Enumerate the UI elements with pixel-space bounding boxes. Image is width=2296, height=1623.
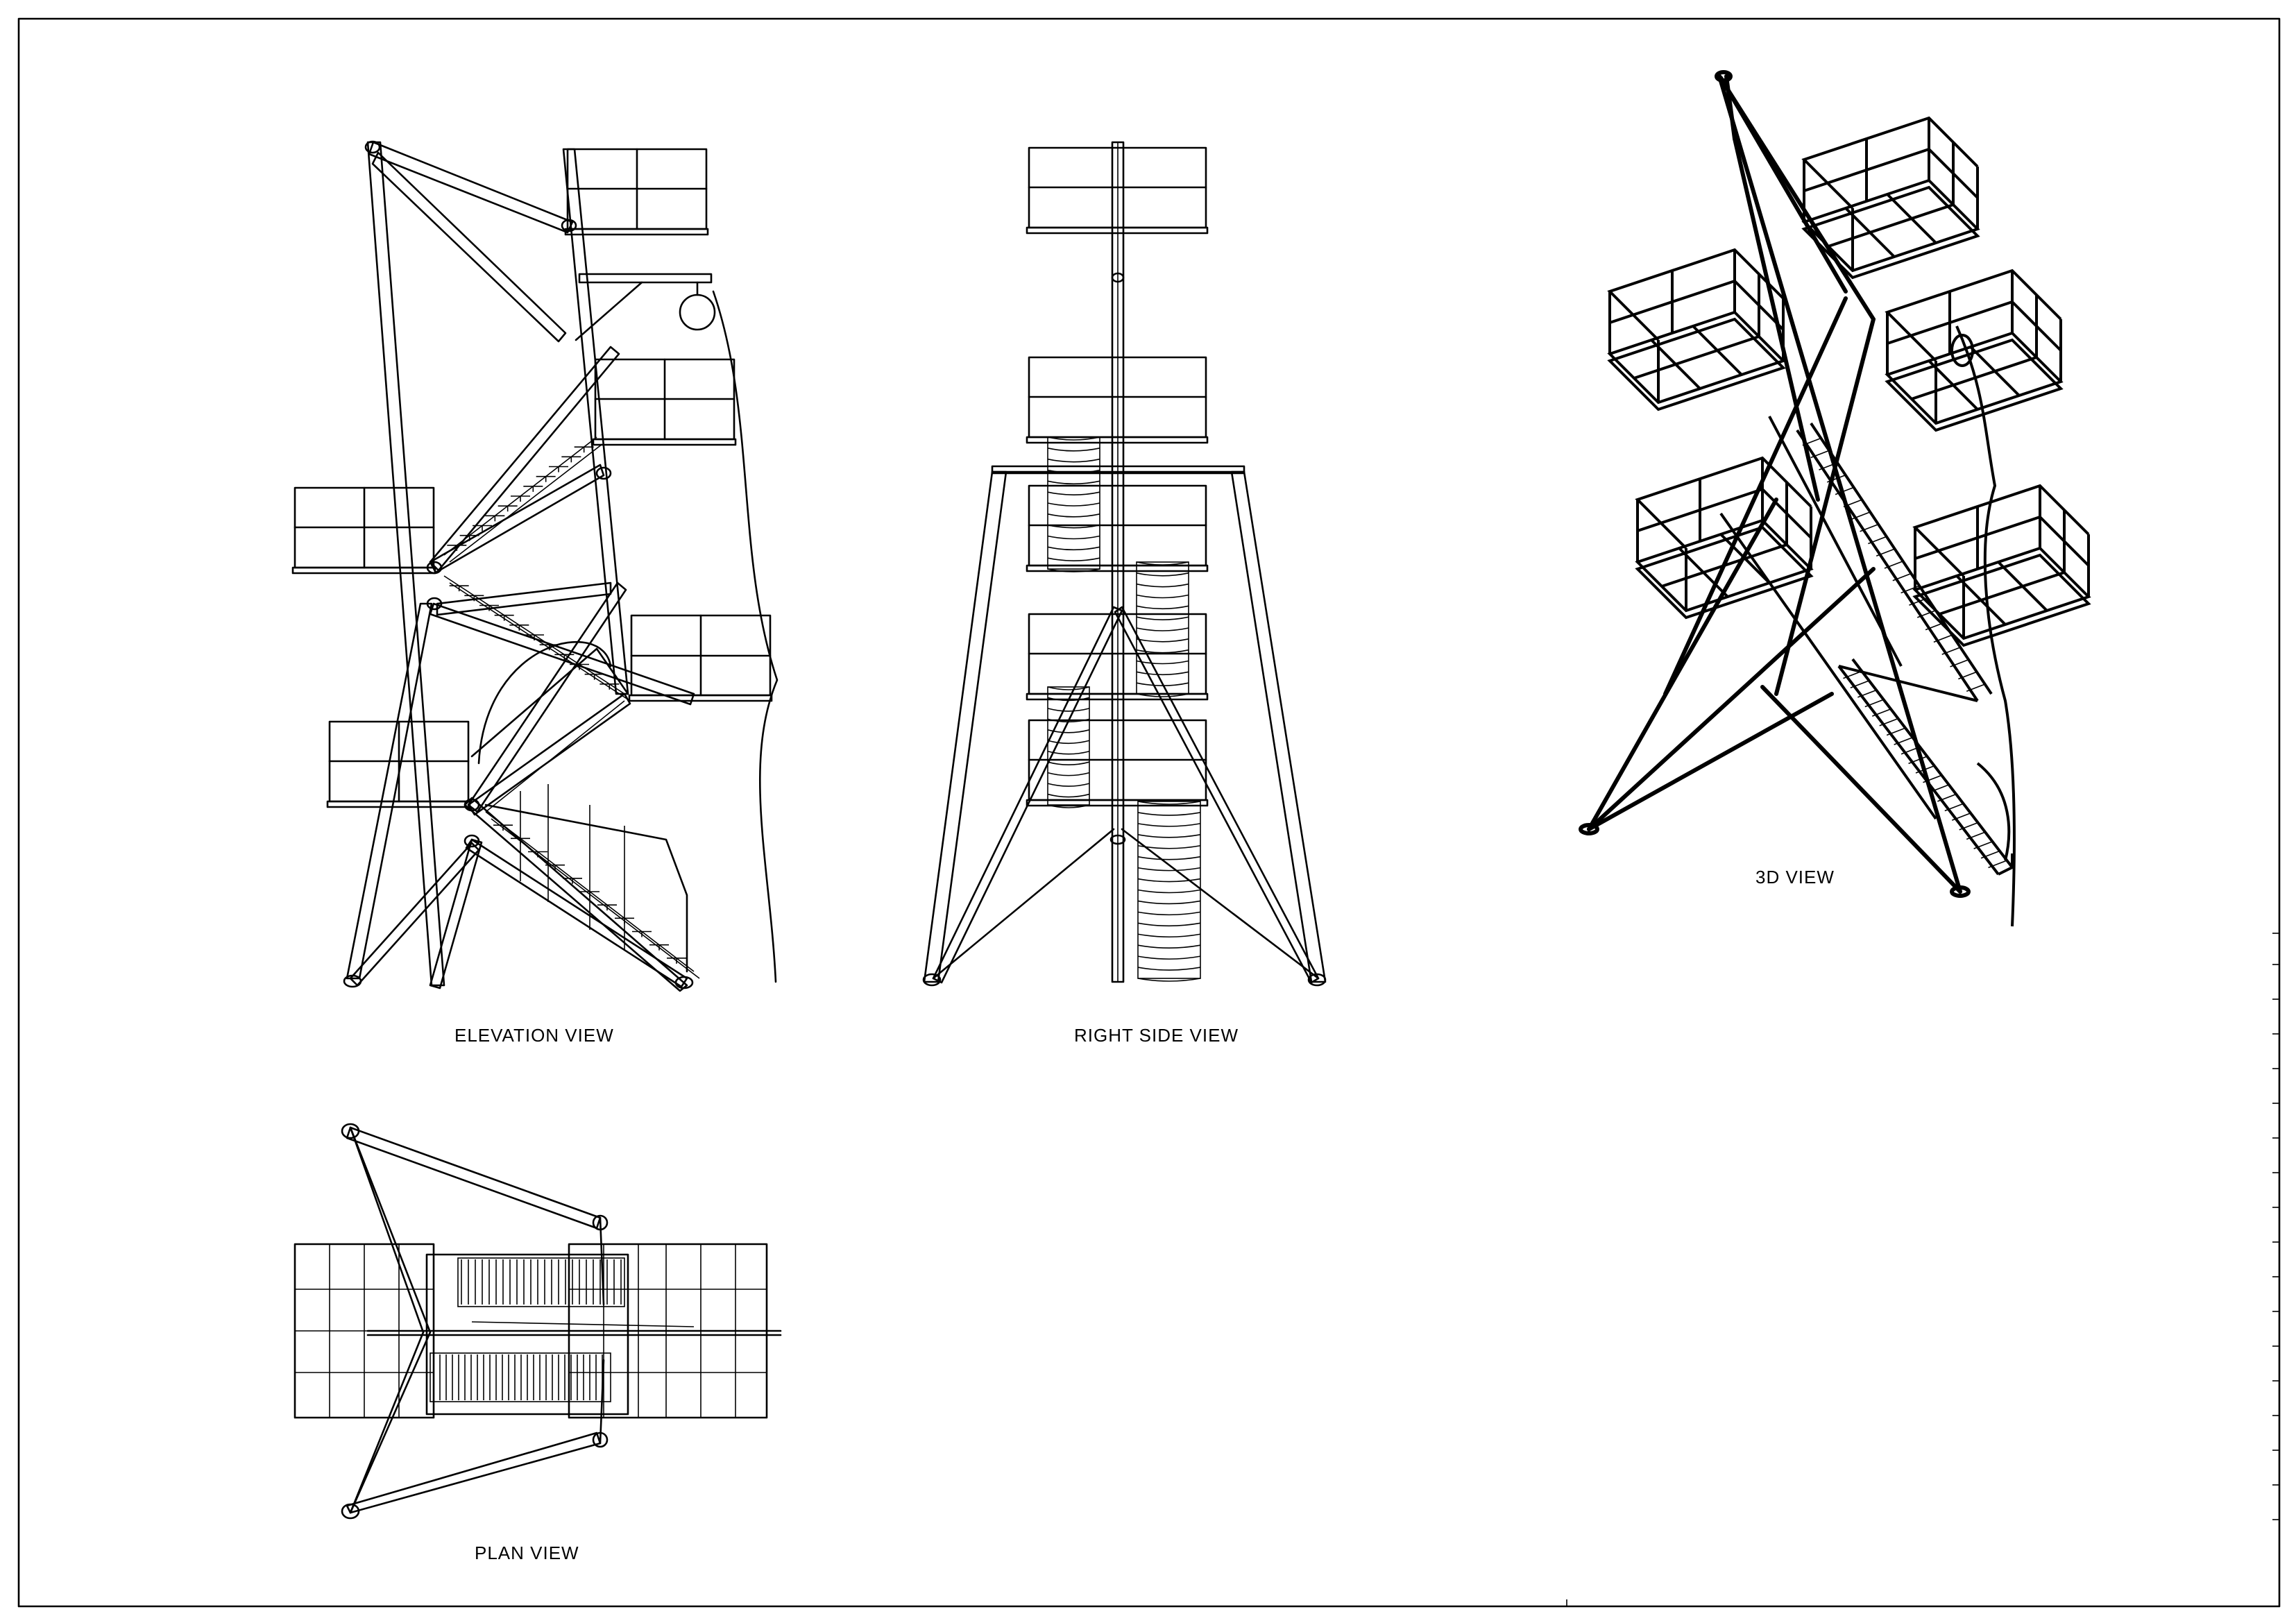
edge-ticks <box>1566 933 2279 1606</box>
side-stair-flight-bottom <box>1137 801 1201 979</box>
right-side-view: RIGHT SIDE VIEW <box>922 141 1327 1046</box>
side-stair-flight-middle <box>1136 561 1189 695</box>
three-d-platform-2 <box>1607 248 1786 411</box>
three-d-platform-3 <box>1885 269 2064 432</box>
plan-view: PLAN VIEW <box>294 1123 782 1563</box>
plan-stair-treads <box>433 1259 622 1400</box>
side-platform-4 <box>1026 613 1209 701</box>
plan-left-deck <box>294 1243 435 1419</box>
side-platform-3 <box>1026 484 1209 572</box>
three-d-view-label: 3D VIEW <box>1755 867 1835 887</box>
three-d-platform-5 <box>1912 484 2091 647</box>
three-d-view: 3D VIEW <box>1579 70 2091 927</box>
elevation-platform-5 <box>326 720 471 808</box>
side-stair-flight-upper <box>1047 436 1100 570</box>
three-d-platform-1 <box>1801 116 1980 280</box>
elevation-platform-2 <box>592 358 737 446</box>
elevation-platform-4 <box>628 614 773 702</box>
side-platform-2 <box>1026 356 1209 444</box>
side-platform-1 <box>1026 146 1209 235</box>
side-stair-treads <box>1047 436 1201 982</box>
elevation-platform-top <box>564 148 709 236</box>
elevation-platform-3 <box>291 486 436 575</box>
sheet-border <box>17 17 2281 1608</box>
three-d-stair-treads <box>1802 437 2007 869</box>
three-d-stairs <box>1796 422 2014 876</box>
right-side-view-label: RIGHT SIDE VIEW <box>1074 1025 1239 1046</box>
elevation-view: ELEVATION VIEW <box>291 140 779 1046</box>
side-platform-5 <box>1026 719 1209 807</box>
plan-view-label: PLAN VIEW <box>475 1543 579 1563</box>
elevation-view-label: ELEVATION VIEW <box>454 1025 614 1046</box>
three-d-platform-4 <box>1635 456 1814 620</box>
side-stair-flight-lower <box>1047 686 1090 806</box>
